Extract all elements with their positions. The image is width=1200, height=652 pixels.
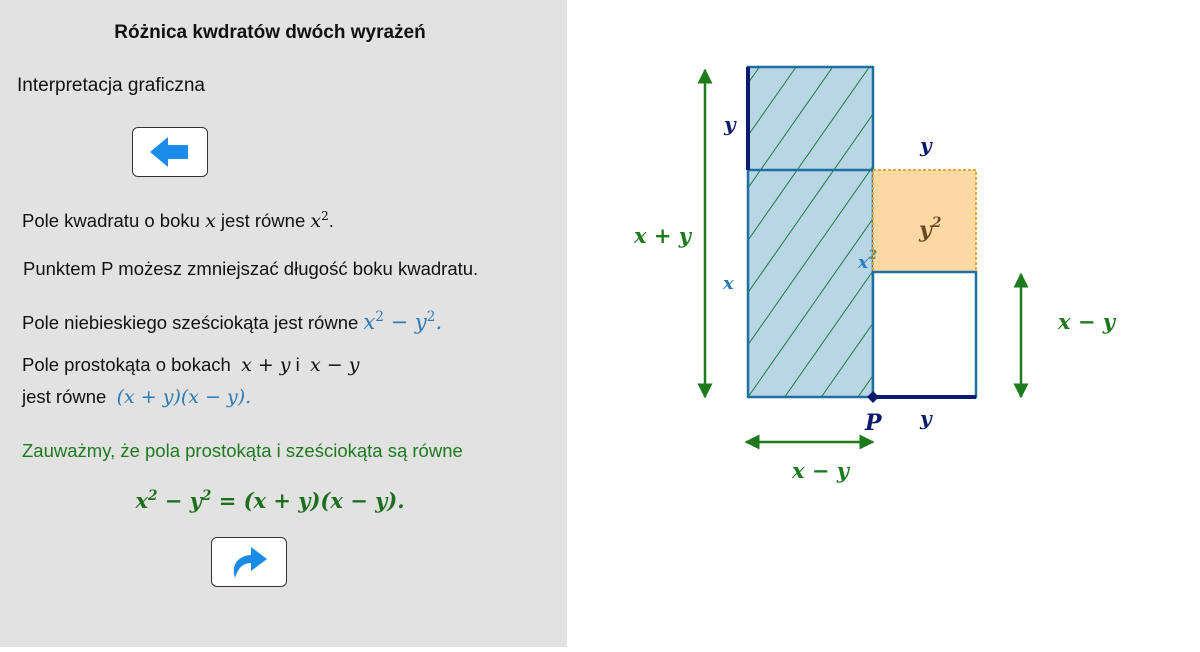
back-button[interactable] <box>132 127 208 177</box>
label-x-squared: x2 <box>857 248 877 273</box>
geometry-diagram: x + y y x y y2 x2 x − y x − y P y <box>633 65 1117 483</box>
label-x-minus-y-right: x − y <box>1057 309 1117 334</box>
line-hexagon-area: Pole niebieskiego sześciokąta jest równe… <box>22 309 443 334</box>
curved-arrow-right-icon <box>233 547 267 578</box>
arrow-left-icon <box>150 137 188 167</box>
conclusion-note: Zauważmy, że pola prostokąta i sześcioką… <box>22 440 463 461</box>
white-rectangle <box>871 270 978 399</box>
left-panel: Różnica kwdratów dwóch wyrażeń Interpret… <box>0 0 567 647</box>
label-y-bottom: y <box>919 406 933 430</box>
label-y-top-right: y <box>919 133 933 157</box>
blue-hexagon <box>746 65 875 399</box>
line-rectangle-area: jest równe (x + y)(x − y). <box>22 386 252 408</box>
label-point-p: P <box>864 410 883 436</box>
line-rectangle-sides: Pole prostokąta o bokach x + y i x − y <box>22 354 360 376</box>
page-title: Różnica kwdratów dwóch wyrażeń <box>114 22 426 43</box>
line-point-p: Punktem P możesz zmniejszać długość boku… <box>23 258 479 279</box>
final-equation: x2 − y2 = (x + y)(x − y). <box>135 488 405 513</box>
label-x-left: x <box>722 273 734 294</box>
line-square-area: Pole kwadratu o boku x jest równe x2. <box>22 209 334 233</box>
diagram-panel: x + y y x y y2 x2 x − y x − y P y <box>567 0 1200 647</box>
point-p-handle[interactable] <box>867 391 879 403</box>
label-x-plus-y: x + y <box>633 223 693 248</box>
label-y-top-left: y <box>723 112 737 136</box>
subtitle: Interpretacja graficzna <box>17 75 205 96</box>
next-button[interactable] <box>211 537 287 587</box>
label-x-minus-y-bottom: x − y <box>791 458 851 483</box>
label-y-squared: y2 <box>918 215 942 243</box>
